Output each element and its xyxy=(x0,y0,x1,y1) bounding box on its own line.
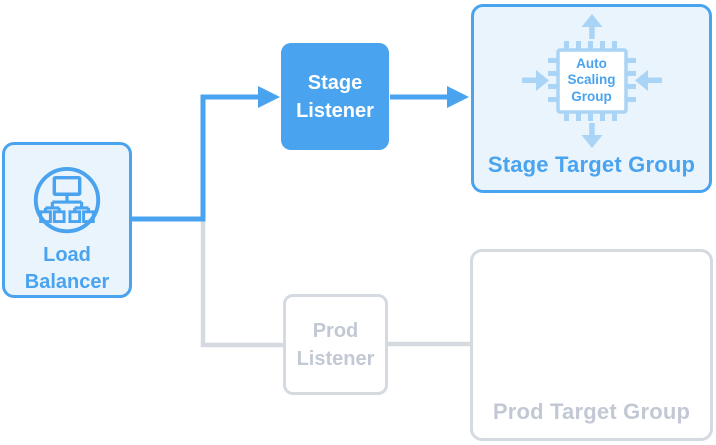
node-stage-listener: Stage Listener xyxy=(281,43,389,150)
edge-load-balancer-to-prod-listener xyxy=(200,221,284,348)
load-balancer-icon xyxy=(33,166,101,234)
node-stage-target-group: Auto Scaling Group Stage Target Group xyxy=(471,4,712,193)
prod-listener-label: Prod Listener xyxy=(296,319,375,370)
stage-listener-label: Stage Listener xyxy=(296,71,374,122)
arrowhead-stage-listener xyxy=(258,86,280,108)
load-balancer-label: Load Balancer xyxy=(24,244,110,293)
auto-scaling-chip-graphic xyxy=(521,14,662,148)
node-prod-listener: Prod Listener xyxy=(283,294,388,395)
prod-target-group-label: Prod Target Group xyxy=(492,399,691,424)
edge-load-balancer-to-stage-listener xyxy=(132,94,259,222)
auto-scaling-group-label: Auto Scaling Group xyxy=(567,55,616,104)
arrowhead-stage-target-group xyxy=(447,86,469,108)
auto-scaling-group-icon: Auto Scaling Group xyxy=(521,13,662,149)
node-prod-target-group: Prod Target Group xyxy=(470,249,713,441)
node-load-balancer: Load Balancer xyxy=(2,142,132,298)
stage-target-group-label: Stage Target Group xyxy=(487,152,696,177)
